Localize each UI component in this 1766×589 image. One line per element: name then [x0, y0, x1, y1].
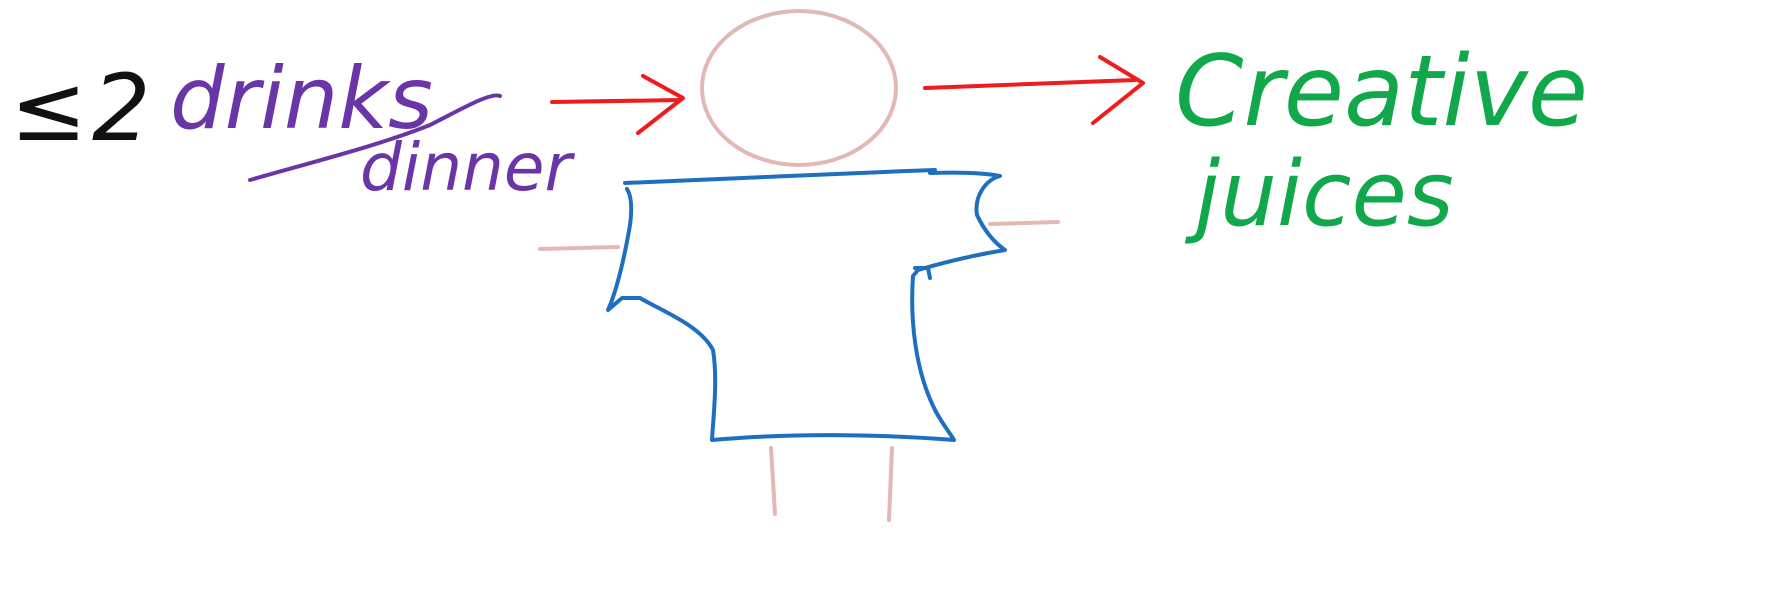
- output-arrow-shaft: [923, 78, 1137, 90]
- left-leg: [769, 446, 777, 516]
- shirt-body: [606, 168, 1007, 442]
- creative-word: Creative: [1175, 35, 1588, 149]
- shirt-cuff-right: [913, 266, 932, 280]
- head-circle: [700, 9, 898, 167]
- drinks-word: drinks: [170, 49, 433, 149]
- right-arm: [988, 220, 1060, 226]
- number-two: 2: [92, 55, 151, 162]
- leq-symbol: ≤: [10, 55, 87, 162]
- input-arrow-shaft: [550, 98, 682, 104]
- juices-word: juices: [1184, 142, 1454, 247]
- input-arrow-head: [636, 74, 685, 135]
- drinks-strikethrough: [248, 93, 502, 182]
- left-arm: [538, 245, 620, 251]
- output-arrow-head: [1091, 55, 1145, 125]
- dinner-word: dinner: [360, 129, 575, 206]
- right-leg: [887, 446, 894, 522]
